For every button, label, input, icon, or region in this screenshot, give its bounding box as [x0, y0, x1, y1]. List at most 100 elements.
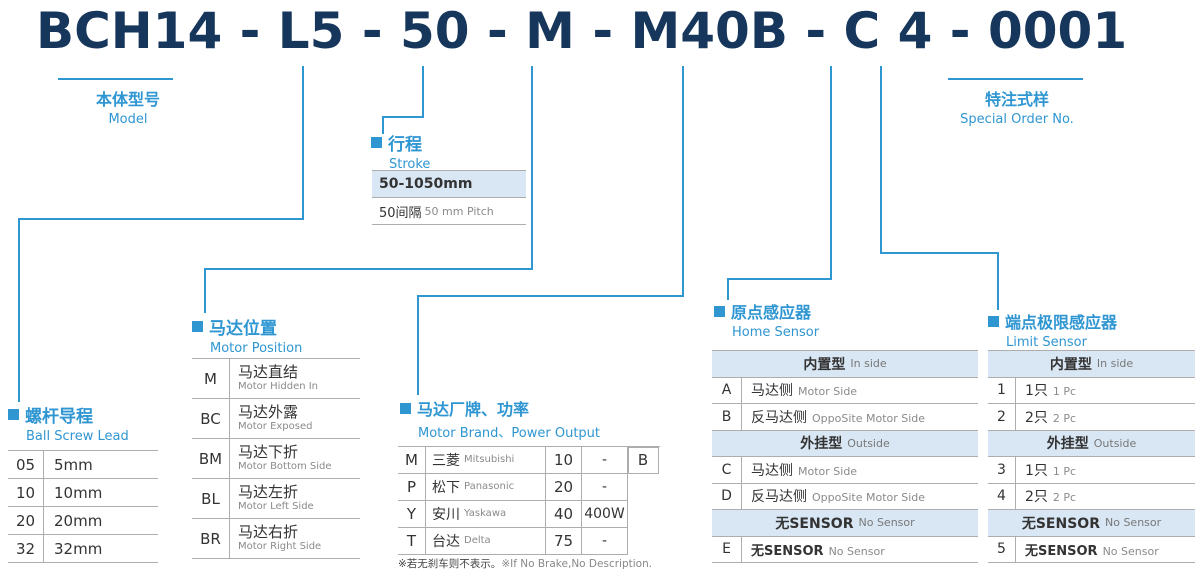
motor-position-desc: 马达外露 Motor Exposed	[230, 403, 313, 433]
connector-line	[727, 278, 729, 300]
sensor-desc: 反马达侧 OppoSite Motor Side	[742, 407, 925, 427]
connector-line	[830, 66, 832, 280]
home-sensor-label-en: Home Sensor	[732, 325, 820, 340]
lead-code: 20	[8, 507, 44, 534]
brand-en: Panasonic	[464, 481, 515, 493]
brand-en: Delta	[464, 535, 491, 547]
desc-zh: 马达右折	[238, 523, 299, 542]
power-value: -	[582, 474, 628, 500]
motor-brand-label-en: Motor Brand、Power Output	[418, 426, 601, 441]
connector-line	[531, 66, 533, 270]
power-code: 75	[546, 528, 582, 554]
power-code: 40	[546, 501, 582, 527]
group-header-en: In side	[1096, 357, 1134, 371]
desc-zh: 反马达侧	[751, 489, 807, 506]
desc-en: Motor Side	[798, 464, 858, 478]
sensor-code: B	[712, 404, 742, 430]
group-header-zh: 外挂型	[800, 436, 843, 453]
sensor-desc: 马达侧 Motor Side	[742, 380, 857, 400]
group-header-en: In side	[850, 357, 887, 371]
sensor-code: 2	[988, 404, 1016, 430]
group-header-en: Outside	[847, 436, 890, 450]
sensor-desc: 2只 2 Pc	[1016, 486, 1076, 506]
motor-position-desc: 马达左折 Motor Left Side	[230, 483, 314, 513]
power-code: 10	[546, 447, 582, 473]
section-bullet-icon	[714, 305, 725, 317]
desc-zh: 马达外露	[238, 403, 299, 422]
group-header-zh: 内置型	[1049, 356, 1092, 373]
connector-line	[417, 295, 419, 395]
ball-screw-lead-label-zh: 螺杆导程	[25, 407, 93, 427]
section-special-order: 特注式样 Special Order No.	[928, 86, 1106, 127]
brand-code: M	[398, 447, 426, 473]
connector-line	[18, 218, 20, 402]
desc-en: Motor Left Side	[238, 501, 314, 513]
table-row: BC 马达外露 Motor Exposed	[192, 399, 360, 439]
desc-zh: 1只	[1025, 462, 1048, 479]
section-bullet-icon	[988, 315, 999, 327]
brand-code: P	[398, 474, 426, 500]
connector-line	[880, 252, 999, 254]
section-limit-sensor: 端点极限感应器 Limit Sensor	[988, 309, 1117, 350]
home-sensor-table: 内置型 In side A 马达侧 Motor Side B 反马达侧 Oppo…	[712, 350, 978, 563]
motor-position-label-en: Motor Position	[210, 341, 303, 356]
limit-sensor-label-en: Limit Sensor	[1006, 335, 1087, 350]
connector-line	[417, 295, 684, 297]
sensor-code: A	[712, 377, 742, 403]
motor-position-code: M	[192, 359, 230, 398]
stroke-label-en: Stroke	[389, 157, 431, 172]
section-ball-screw-lead: 螺杆导程 Ball Screw Lead	[8, 402, 129, 444]
lead-value: 20mm	[54, 511, 103, 530]
connector-line	[18, 218, 304, 220]
motor-position-desc: 马达下折 Motor Bottom Side	[230, 443, 332, 473]
motor-brand-table: M 三菱 Mitsubishi 10 - P 松下 Panasonic 20 -…	[398, 446, 660, 555]
section-home-sensor: 原点感应器 Home Sensor	[714, 299, 819, 340]
desc-zh: 2只	[1025, 489, 1048, 506]
motor-brand-note: ※若无刹车则不表示。※If No Brake,No Description.	[398, 556, 652, 571]
section-bullet-icon	[8, 409, 19, 420]
motor-position-desc: 马达右折 Motor Right Side	[230, 523, 322, 553]
note-en: ※If No Brake,No Description.	[501, 558, 653, 570]
desc-en: Motor Right Side	[238, 541, 322, 553]
desc-en: Motor Bottom Side	[238, 461, 332, 473]
stroke-label-zh: 行程	[388, 135, 422, 155]
sensor-code: 1	[988, 377, 1016, 403]
power-code: 20	[546, 474, 582, 500]
desc-en: Motor Hidden In	[238, 381, 319, 393]
motor-position-code: BM	[192, 439, 230, 478]
motor-brand-label-zh: 马达厂牌、功率	[417, 400, 530, 419]
table-row: BL 马达左折 Motor Left Side	[192, 479, 360, 519]
table-row: BM 马达下折 Motor Bottom Side	[192, 439, 360, 479]
table-row: 32 32mm	[8, 535, 158, 563]
desc-zh: 2只	[1025, 409, 1048, 426]
brand-code: T	[398, 528, 426, 554]
note-zh: ※若无刹车则不表示。	[398, 558, 502, 570]
sensor-code: 3	[988, 457, 1016, 483]
table-row: P 松下 Panasonic 20 -	[398, 474, 628, 501]
connector-line	[880, 66, 882, 254]
brake-code-cell: B	[628, 447, 659, 474]
section-motor-brand: 马达厂牌、功率 Motor Brand、Power Output	[400, 396, 600, 441]
stroke-range: 50-1050mm	[379, 176, 473, 192]
table-group-header: 无SENSOR No Sensor	[712, 510, 978, 537]
motor-position-label-zh: 马达位置	[209, 319, 277, 339]
sensor-desc: 2只 2 Pc	[1016, 407, 1076, 427]
motor-position-table: M 马达直结 Motor Hidden In BC 马达外露 Motor Exp…	[192, 358, 360, 559]
connector-line	[302, 66, 304, 220]
desc-en: 1 Pc	[1052, 464, 1077, 478]
sensor-code: D	[712, 483, 742, 509]
table-row: 20 20mm	[8, 507, 158, 535]
motor-position-code: BC	[192, 399, 230, 438]
section-model: 本体型号 Model	[58, 86, 198, 127]
group-header-en: Outside	[1093, 436, 1137, 450]
connector-line	[422, 66, 424, 118]
lead-code: 10	[8, 479, 44, 506]
sensor-desc: 无SENSOR No Sensor	[742, 540, 885, 559]
motor-position-desc: 马达直结 Motor Hidden In	[230, 363, 319, 393]
connector-line	[382, 116, 384, 134]
section-bullet-icon	[371, 137, 382, 148]
brand-en: Yaskawa	[464, 508, 507, 520]
table-group-header: 内置型 In side	[988, 351, 1195, 378]
home-sensor-label-zh: 原点感应器	[731, 303, 812, 322]
